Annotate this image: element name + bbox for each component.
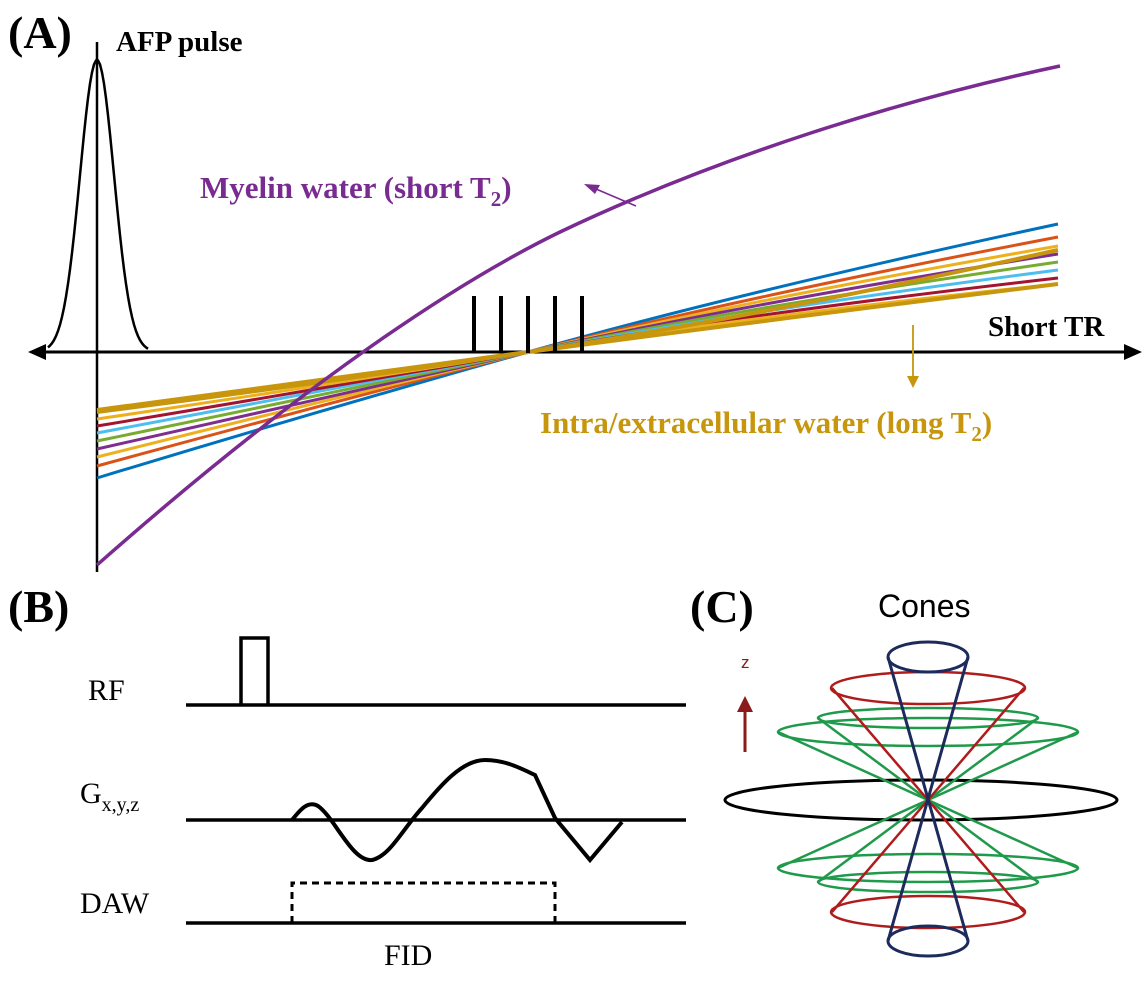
panel-c: (C) Cones z <box>690 581 1119 958</box>
panel-a-label: (A) <box>8 7 72 58</box>
myelin-water-curve <box>95 64 1061 567</box>
afp-pulse-curve <box>47 59 149 350</box>
center-ellipse <box>723 778 1119 822</box>
panel-b-label: (B) <box>8 581 69 632</box>
myelin-subscript: 2 <box>491 187 502 211</box>
fid-label: FID <box>384 939 432 972</box>
intra-subscript: 2 <box>971 422 982 446</box>
rf-label: RF <box>88 674 125 707</box>
cones-title: Cones <box>878 588 971 624</box>
panel-b: (B) RF Gx,y,z DAW FID <box>8 581 686 972</box>
readout-bars <box>472 296 584 353</box>
panel-a: (A) AFP pulse Short TR Myelin water (sho… <box>8 7 1142 572</box>
axis-arrow-left <box>28 344 46 360</box>
daw-label: DAW <box>80 887 150 920</box>
z-arrow-head <box>737 696 753 712</box>
red-ellipse-top <box>829 670 1027 706</box>
red-ellipse-bottom <box>829 894 1027 930</box>
myelin-arrow-head <box>584 184 600 194</box>
intra-arrow-head <box>907 376 919 388</box>
gradient-waveform <box>290 757 624 864</box>
gradient-subscript: x,y,z <box>102 794 140 816</box>
rf-pulse <box>239 636 270 705</box>
intra-extracellular-label: Intra/extracellular water (long T2) <box>540 405 992 446</box>
dark-cone-edge <box>886 656 970 942</box>
intra-extracellular-line <box>96 282 1059 412</box>
axis-arrow-right <box>1124 344 1142 360</box>
afp-pulse-label: AFP pulse <box>116 26 243 58</box>
dark-cone <box>886 640 970 958</box>
myelin-pointer-arrow <box>595 188 637 207</box>
z-axis-label: z <box>741 653 750 672</box>
dark-ellipse-top <box>886 640 970 674</box>
dark-ellipse-bottom <box>886 924 970 958</box>
gradient-label: Gx,y,z <box>80 777 139 816</box>
myelin-water-label: Myelin water (short T2) <box>200 170 512 211</box>
panel-c-label: (C) <box>690 581 754 632</box>
daw-window <box>290 881 557 923</box>
short-tr-label: Short TR <box>988 311 1105 343</box>
